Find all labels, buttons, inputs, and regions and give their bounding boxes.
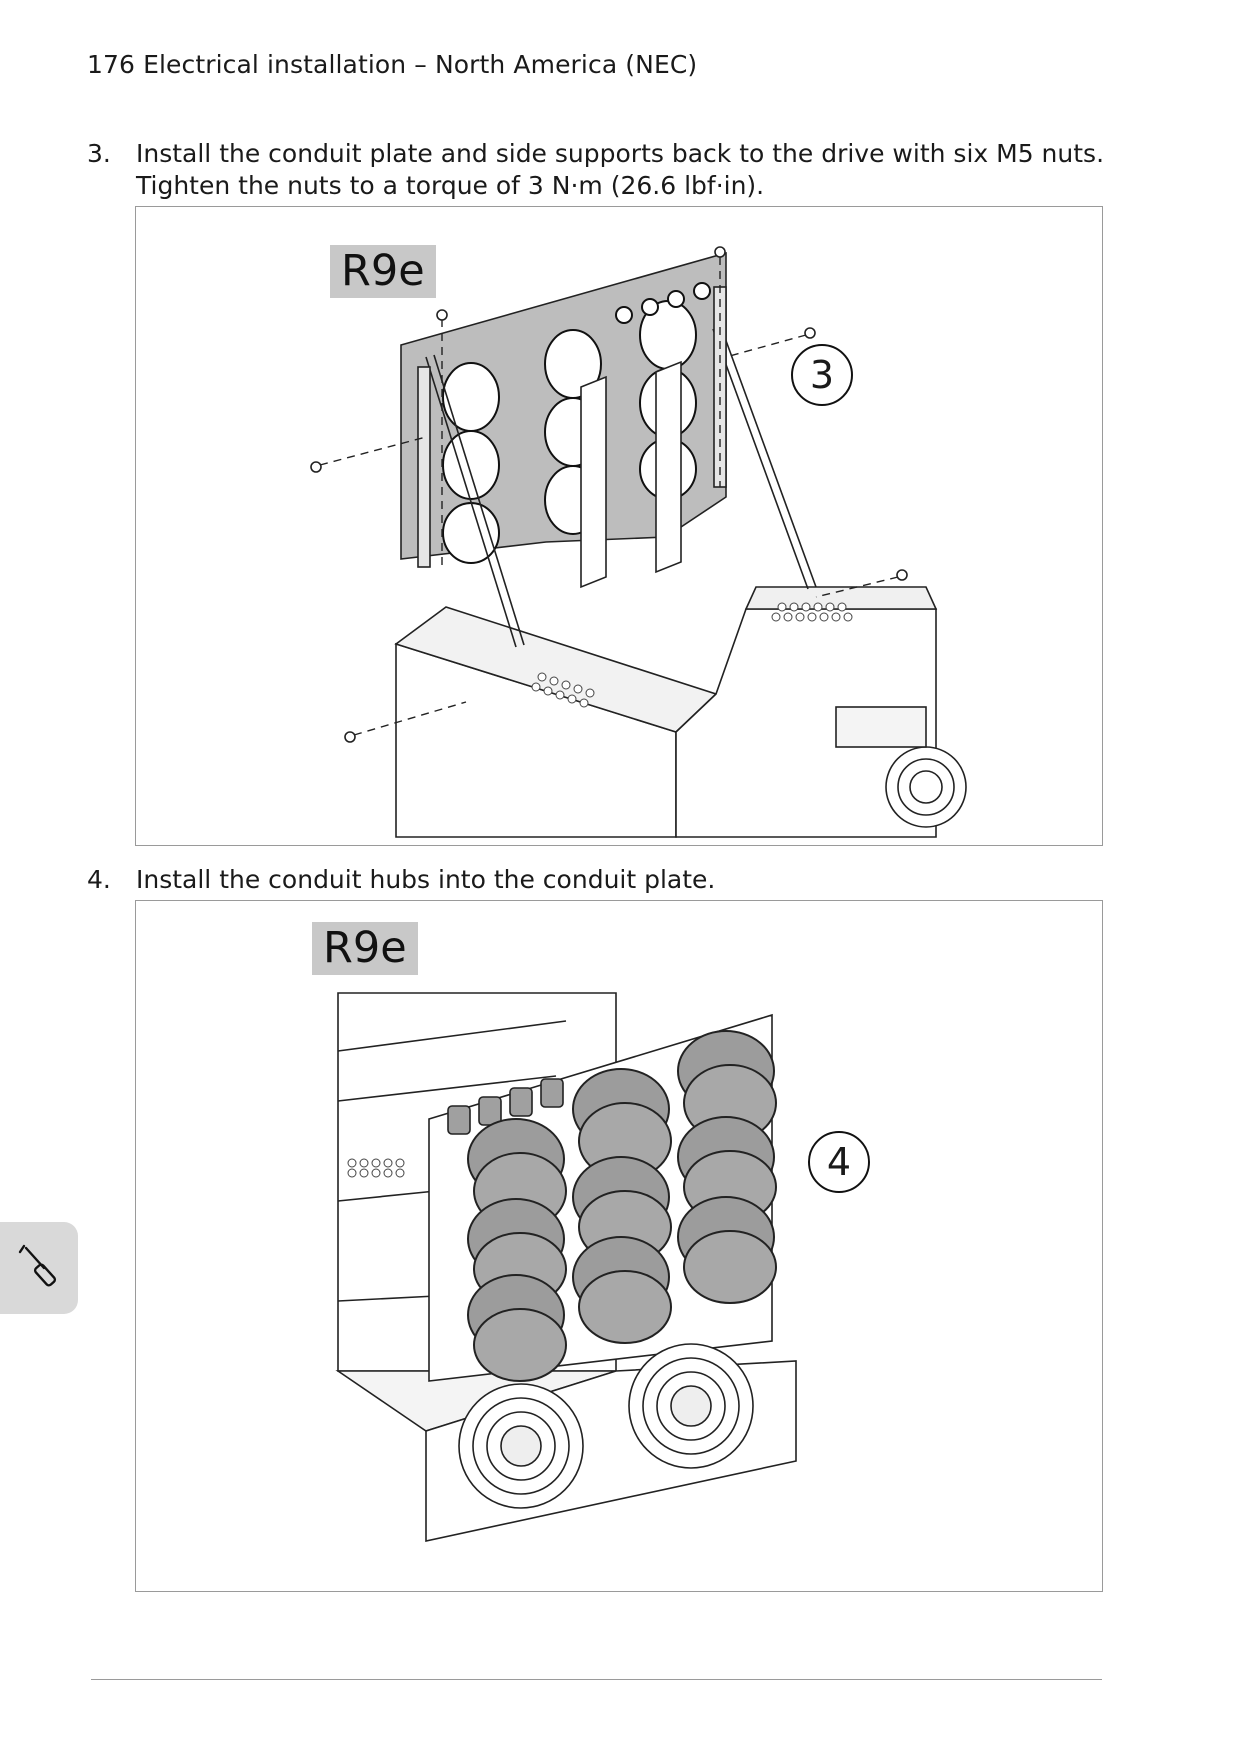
- frame-size-tag: R9e: [312, 922, 418, 975]
- screwdriver-icon: [18, 1244, 57, 1287]
- step-text-line-1: Install the conduit plate and side suppo…: [136, 139, 1105, 168]
- conduit-plate-illustration: [310, 246, 967, 838]
- step-4-instruction: 4. Install the conduit hubs into the con…: [87, 864, 1117, 898]
- callout-step-4: 4: [808, 1131, 870, 1193]
- step-text-line-2: Tighten the nuts to a torque of 3 N·m (2…: [136, 171, 765, 200]
- step-number: 4.: [87, 865, 111, 894]
- chapter-side-tab: [0, 1222, 78, 1314]
- figure-conduit-plate-install: R9e 3: [135, 206, 1103, 846]
- frame-size-tag: R9e: [330, 245, 436, 298]
- callout-step-3: 3: [791, 344, 853, 406]
- figure-conduit-hubs-install: R9e 4: [135, 900, 1103, 1592]
- step-3-instruction: 3. Install the conduit plate and side su…: [87, 138, 1117, 204]
- step-number: 3.: [87, 139, 111, 168]
- page-header: 176 Electrical installation – North Amer…: [87, 50, 698, 79]
- footer-divider: [91, 1679, 1102, 1680]
- step-text-line-1: Install the conduit hubs into the condui…: [136, 865, 716, 894]
- conduit-hubs-illustration: [335, 992, 797, 1542]
